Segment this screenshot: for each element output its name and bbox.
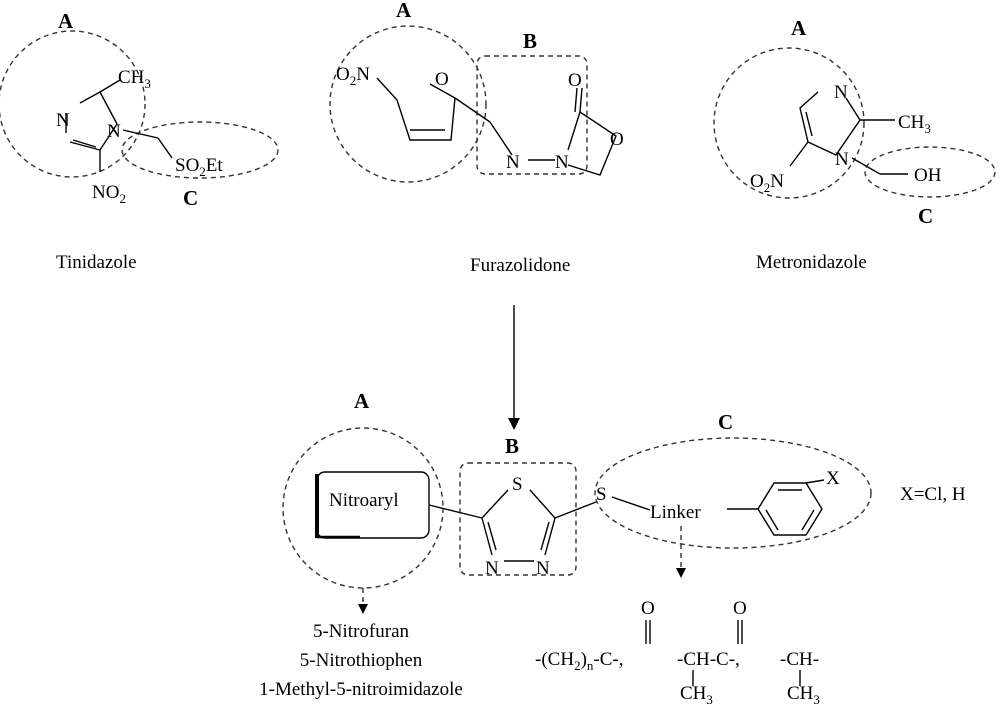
tinidazole-name: Tinidazole (56, 252, 137, 273)
linker-option-3: -CH- (780, 649, 819, 670)
linker-options: O -(CH2)n-C-, O -CH-C-, CH3 -CH- CH3 (535, 598, 820, 707)
furazolidone-structure: A B O2N O O O N N Furazolidone (329, 0, 624, 276)
furazolidone-region-a-circle (329, 25, 487, 183)
phenyl-ring (757, 482, 823, 536)
furazolidone-furan-bonds (376, 77, 456, 141)
thiadiazole-atom-n-right: N (536, 558, 550, 579)
linker-option-1: -(CH2)n-C-, (535, 649, 623, 673)
linker-label: Linker (650, 502, 701, 523)
phenyl-x-bond (805, 479, 825, 484)
linker-option-3-methyl: CH3 (787, 683, 820, 707)
design-arrow (508, 305, 520, 430)
linker-atom-s: S (596, 484, 607, 505)
tinidazole-atom-n-ring: N (107, 121, 121, 142)
furazolidone-region-b-box (476, 55, 588, 175)
metronidazole-nitro-bond (789, 141, 809, 167)
linker-option-2-methyl: CH3 (680, 683, 713, 707)
s-linker-bond (611, 496, 651, 511)
tinidazole-chain-bond-2 (157, 137, 173, 159)
nitroaryl-option-3: 1-Methyl-5-nitroimidazole (259, 679, 463, 700)
thiadiazole-atom-s: S (512, 474, 523, 495)
furazolidone-name: Furazolidone (470, 255, 570, 276)
metronidazole-atom-n-ring: N (835, 149, 849, 170)
furazolidone-chain-1 (454, 97, 491, 123)
metronidazole-region-a-circle (713, 47, 865, 199)
tinidazole-atom-n: N (56, 110, 70, 131)
metronidazole-atom-n: N (834, 82, 848, 103)
tinidazole-structure: A N N CH3 SO2Et NO2 C Tinidazole (0, 9, 279, 273)
metronidazole-o2n: O2N (750, 171, 784, 195)
thiadiazole-bonds-left (481, 489, 509, 556)
tinidazole-region-c-label: C (183, 186, 198, 210)
furazolidone-atom-o-oxaz: O (610, 129, 624, 150)
nitroaryl-option-2: 5-Nitrothiophen (300, 650, 423, 671)
metronidazole-ring-bonds (799, 91, 861, 156)
metronidazole-region-c-label: C (918, 204, 933, 228)
tinidazole-chain-bond-1 (122, 129, 159, 139)
furazolidone-o2n: O2N (336, 64, 370, 88)
x-definition: X=Cl, H (900, 484, 966, 505)
furazolidone-region-b-label: B (523, 29, 537, 53)
phenyl-double-3 (765, 509, 779, 531)
tinidazole-ch3: CH3 (118, 67, 151, 91)
furazolidone-atom-n-b: N (555, 152, 569, 173)
linker-option-2: -CH-C-, (677, 649, 740, 670)
phenyl-atom-x: X (826, 468, 840, 489)
tinidazole-methyl-bond (99, 79, 121, 93)
tinidazole-ring-bonds (69, 91, 118, 151)
metronidazole-name: Metronidazole (756, 252, 867, 273)
furazolidone-carbonyl (579, 87, 583, 113)
scaffold-region-b-label: B (505, 434, 519, 458)
nitroaryl-ring-bond (428, 504, 483, 519)
arrow-head (508, 418, 520, 430)
tinidazole-region-a-label: A (58, 9, 74, 33)
phenyl-double-2 (801, 509, 815, 531)
nitroaryl-options-arrowhead (358, 604, 368, 614)
nitroaryl-option-1: 5-Nitrofuran (313, 621, 410, 642)
tinidazole-region-a-circle (0, 30, 146, 178)
metronidazole-structure: A N N CH3 O2N OH C Metronidazole (713, 16, 996, 273)
metronidazole-ch3: CH3 (898, 112, 931, 136)
scaffold-region-a-label: A (354, 389, 370, 413)
furazolidone-atom-o-carbonyl: O (568, 70, 582, 91)
thiadiazole-double-right (540, 521, 550, 551)
tinidazole-ring-double (72, 139, 97, 148)
furazolidone-chain-2 (489, 121, 513, 156)
thiadiazole-s-bond (554, 501, 597, 519)
metronidazole-chain-1 (851, 157, 881, 175)
metronidazole-region-c-ellipse (864, 146, 996, 198)
linker-option-2-oxygen: O (733, 598, 747, 619)
metronidazole-ring-double (805, 111, 813, 137)
metronidazole-oh: OH (914, 165, 942, 186)
furazolidone-atom-n-a: N (506, 152, 520, 173)
tinidazole-region-c-ellipse (121, 121, 279, 179)
tinidazole-so2et: SO2Et (175, 155, 223, 179)
nitroaryl-label: Nitroaryl (329, 490, 399, 511)
furazolidone-oxaz-bonds (567, 110, 617, 176)
scaffold-region-c-label: C (718, 410, 733, 434)
furazolidone-region-a-label: A (396, 0, 412, 22)
thiadiazole-double-left (487, 521, 497, 551)
furazolidone-carbonyl-2 (574, 87, 578, 113)
furazolidone-atom-o-ring: O (435, 69, 449, 90)
linker-options-arrowhead (676, 568, 686, 578)
scaffold-structure: A Nitroaryl B S N N C S Linker X X=Cl, H (282, 389, 966, 614)
tinidazole-no2: NO2 (92, 182, 126, 206)
scaffold-region-b-box (459, 462, 577, 576)
nitroaryl-options: 5-Nitrofuran 5-Nitrothiophen 1-Methyl-5-… (259, 621, 463, 700)
linker-option-1-oxygen: O (641, 598, 655, 619)
metronidazole-region-a-label: A (791, 16, 807, 40)
scaffold-region-c-ellipse (594, 437, 872, 549)
thiadiazole-atom-n-left: N (485, 558, 499, 579)
